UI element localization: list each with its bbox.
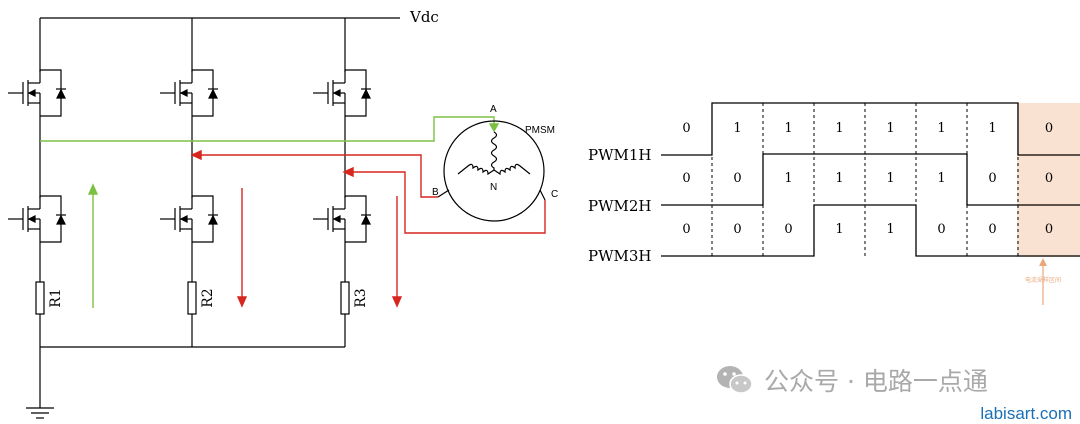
signal-label-pwm2h: PWM2H xyxy=(588,197,652,215)
leg-2: R2 xyxy=(160,18,218,347)
state-pwm1h-7: 1 xyxy=(988,121,996,136)
state-pwm2h-2: 0 xyxy=(733,171,741,186)
state-pwm3h-4: 1 xyxy=(835,222,843,237)
mosfet-low-1 xyxy=(11,195,66,243)
red-current-path-c xyxy=(342,166,546,308)
state-pwm3h-2: 0 xyxy=(733,222,741,237)
resistor-label-3: R3 xyxy=(353,288,369,307)
winding-a xyxy=(490,131,498,170)
pmsm-motor xyxy=(437,120,546,222)
state-pwm2h-1: 0 xyxy=(682,171,690,186)
waveform-pwm2h xyxy=(661,153,1080,206)
site-url: labisart.com xyxy=(980,404,1072,423)
mosfet-high-1 xyxy=(11,69,66,117)
state-pwm1h-8: 0 xyxy=(1045,121,1053,136)
winding-c xyxy=(493,163,531,176)
wechat-icon xyxy=(717,366,753,394)
mosfet-high-2 xyxy=(163,69,218,117)
state-pwm3h-6: 0 xyxy=(937,222,945,237)
phase-a-label: A xyxy=(490,104,497,115)
inverter-circuit xyxy=(39,17,400,408)
bridge-legs: R1 R2 R3 xyxy=(8,18,371,347)
pmsm-label: PMSM xyxy=(525,125,555,136)
state-pwm1h-2: 1 xyxy=(733,121,741,136)
leg-1: R1 xyxy=(8,18,66,347)
shunt-resistor-2 xyxy=(187,281,197,315)
watermark-text: 公众号 · 电路一点通 xyxy=(764,367,988,396)
leg-3: R3 xyxy=(313,18,371,347)
state-pwm3h-5: 1 xyxy=(886,222,894,237)
waveform-pwm3h xyxy=(661,204,1080,257)
state-pwm1h-1: 0 xyxy=(682,121,690,136)
state-pwm2h-5: 1 xyxy=(886,171,894,186)
mosfet-low-2 xyxy=(163,195,218,243)
tiny-caption: 电流采样区间 xyxy=(1025,276,1061,284)
state-pwm1h-3: 1 xyxy=(784,121,792,136)
state-pwm3h-3: 0 xyxy=(784,222,792,237)
state-pwm2h-6: 1 xyxy=(937,171,945,186)
phase-b-label: B xyxy=(432,187,439,198)
phase-c-label: C xyxy=(551,189,558,200)
resistor-label-1: R1 xyxy=(48,288,64,307)
state-pwm3h-1: 0 xyxy=(682,222,690,237)
timing-highlight xyxy=(1017,103,1080,257)
state-pwm3h-8: 0 xyxy=(1045,222,1053,237)
state-pwm2h-3: 1 xyxy=(784,171,792,186)
state-pwm1h-4: 1 xyxy=(835,121,843,136)
state-pwm1h-5: 1 xyxy=(886,121,894,136)
red-current-path-b xyxy=(190,149,438,308)
state-pwm2h-8: 0 xyxy=(1045,171,1053,186)
green-current-path xyxy=(40,116,500,308)
signal-label-pwm3h: PWM3H xyxy=(588,247,652,265)
mosfet-high-3 xyxy=(316,69,371,117)
winding-b xyxy=(457,163,495,176)
shunt-resistor-1 xyxy=(35,281,45,315)
highlight-arrow xyxy=(1039,258,1047,305)
watermark: 公众号 · 电路一点通 xyxy=(716,362,988,398)
ground-icon xyxy=(26,407,54,419)
waveform-pwm1h xyxy=(661,102,1080,156)
neutral-label: N xyxy=(490,182,497,193)
vdc-label: Vdc xyxy=(409,8,439,26)
signal-label-pwm1h: PWM1H xyxy=(588,146,652,164)
shunt-resistor-3 xyxy=(340,281,350,315)
state-pwm1h-6: 1 xyxy=(937,121,945,136)
state-pwm3h-7: 0 xyxy=(988,222,996,237)
resistor-label-2: R2 xyxy=(200,288,216,307)
mosfet-low-3 xyxy=(316,195,371,243)
state-pwm2h-4: 1 xyxy=(835,171,843,186)
state-pwm2h-7: 0 xyxy=(988,171,996,186)
